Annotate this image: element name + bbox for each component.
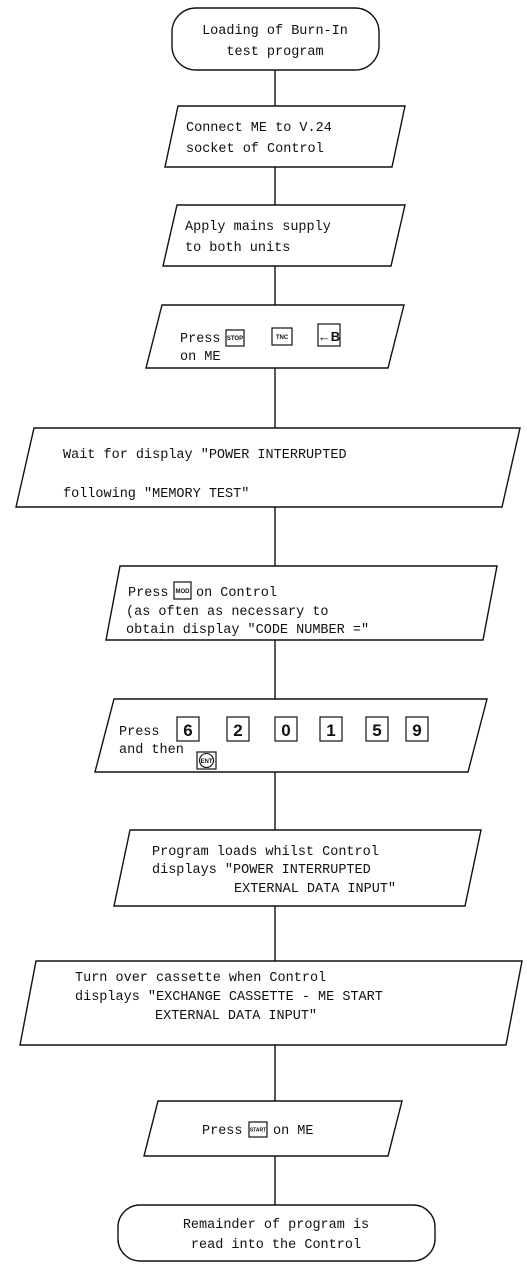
step7-line-3: EXTERNAL DATA INPUT"	[234, 882, 396, 897]
backspace-key-icon: ←B	[317, 323, 341, 347]
step3-prefix: Press	[180, 332, 221, 347]
step7-line-2: displays "POWER INTERRUPTED	[152, 863, 371, 878]
digit-key-2-icon: 2	[226, 716, 250, 742]
step-wait-display: Wait for display "POWER INTERRUPTED foll…	[15, 427, 521, 508]
step-connect-me: Connect ME to V.24 socket of Control	[164, 105, 406, 168]
step-press-keys-me: Press on ME STOP TNC ←B	[145, 304, 405, 369]
end-line-2: read into the Control	[191, 1238, 361, 1253]
step-apply-mains: Apply mains supply to both units	[162, 204, 406, 267]
digit-key-1-icon: 1	[319, 716, 343, 742]
step-turn-cassette: Turn over cassette when Control displays…	[19, 960, 523, 1046]
step-program-loads: Program loads whilst Control displays "P…	[113, 829, 482, 907]
step3-line-2: on ME	[180, 350, 221, 365]
step1-line-1: Connect ME to V.24	[186, 121, 332, 136]
step-press-code: Press 6 2 0 1 5 9 and then ENT	[94, 698, 488, 773]
step9-suffix: on ME	[273, 1124, 314, 1139]
mod-key-icon: MOD	[173, 581, 192, 600]
ent-key-icon: ENT	[196, 751, 217, 770]
step2-line-2: to both units	[185, 241, 290, 256]
digit-key-6-icon: 6	[176, 716, 200, 742]
digit-key-0-icon: 0	[274, 716, 298, 742]
step7-line-1: Program loads whilst Control	[152, 845, 379, 860]
digit-key-6-label: 6	[183, 721, 192, 740]
step8-line-3: EXTERNAL DATA INPUT"	[155, 1009, 317, 1024]
step5-suffix: on Control	[196, 586, 277, 601]
step4-line-2: following "MEMORY TEST"	[63, 487, 249, 502]
mod-key-label: MOD	[176, 589, 191, 595]
digit-key-0-label: 0	[281, 721, 290, 740]
step5-line-3: obtain display "CODE NUMBER ="	[126, 623, 369, 638]
step2-line-1: Apply mains supply	[185, 220, 331, 235]
step5-line-2: (as often as necessary to	[126, 605, 329, 620]
step8-line-2: displays "EXCHANGE CASSETTE - ME START	[75, 990, 383, 1005]
digit-key-5-icon: 5	[365, 716, 389, 742]
tnc-key-label: TNC	[276, 335, 289, 341]
start-line-1: Loading of Burn-In	[202, 24, 348, 39]
digit-key-2-label: 2	[233, 721, 242, 740]
digit-key-9-label: 9	[412, 721, 421, 740]
step-press-start: Press START on ME	[143, 1100, 403, 1157]
step5-prefix: Press	[128, 586, 169, 601]
ent-key-label: ENT	[201, 759, 213, 765]
step4-line-1: Wait for display "POWER INTERRUPTED	[63, 448, 347, 463]
backspace-key-label: ←B	[318, 329, 340, 344]
step8-line-1: Turn over cassette when Control	[75, 971, 326, 986]
start-terminator: Loading of Burn-In test program	[171, 7, 380, 71]
step9-prefix: Press	[202, 1124, 243, 1139]
tnc-key-icon: TNC	[271, 327, 293, 346]
start-key-icon: START	[248, 1121, 268, 1138]
end-line-1: Remainder of program is	[183, 1218, 369, 1233]
stop-key-icon: STOP	[225, 329, 245, 347]
step1-line-2: socket of Control	[186, 142, 324, 157]
start-line-2: test program	[226, 45, 323, 60]
start-key-label: START	[250, 1128, 266, 1134]
stop-key-label: STOP	[227, 336, 243, 342]
step6-prefix: Press	[119, 725, 160, 740]
end-terminator: Remainder of program is read into the Co…	[117, 1204, 436, 1262]
digit-key-9-icon: 9	[405, 716, 429, 742]
step6-line-2: and then	[119, 743, 184, 758]
digit-key-5-label: 5	[372, 721, 381, 740]
step-press-mod: Press MOD on Control (as often as necess…	[105, 565, 498, 641]
digit-key-1-label: 1	[326, 721, 335, 740]
